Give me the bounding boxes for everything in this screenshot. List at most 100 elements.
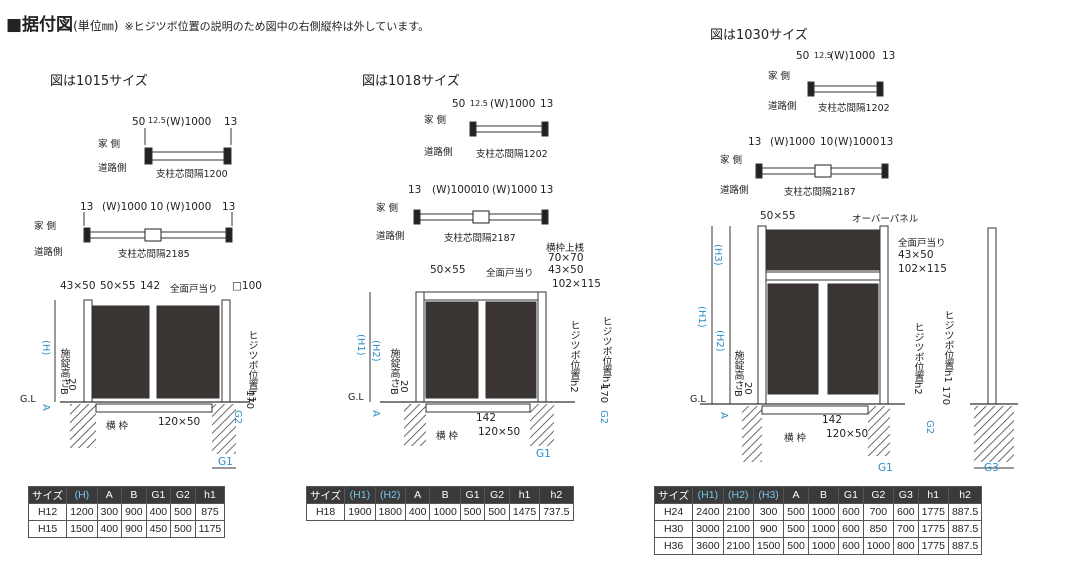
elevation-1018 bbox=[369, 291, 575, 446]
table-cell: 700 bbox=[893, 520, 919, 538]
e1018-hinge1: ヒジツボ位置h1 bbox=[600, 316, 611, 389]
table-cell: 2100 bbox=[722, 520, 754, 538]
table-cell: 500 bbox=[783, 520, 809, 538]
p1018d-left: 13 bbox=[408, 184, 422, 196]
table-row: H18 1900 1800 400 1000 500 500 1475 737.… bbox=[305, 503, 574, 521]
p1018d-right: 13 bbox=[540, 184, 554, 196]
e1018-crossframe: 横 枠 bbox=[436, 431, 459, 442]
table-cell: 1500 bbox=[752, 537, 785, 555]
e1015-g1: G1 bbox=[218, 456, 233, 468]
e1030-crossframe: 横 枠 bbox=[784, 433, 807, 444]
table-header: h2 bbox=[539, 486, 574, 504]
e1018-h2: (H2) bbox=[370, 340, 381, 362]
e1030-43x50: 43×50 bbox=[898, 249, 934, 261]
table-cell: H18 bbox=[305, 503, 346, 521]
e1015-100: □100 bbox=[232, 280, 262, 292]
table-header: h1 bbox=[917, 486, 949, 504]
table-header-row: サイズ (H1) (H2) A B G1 G2 h1 h2 bbox=[305, 486, 574, 504]
e1015-crossframe: 横 枠 bbox=[106, 421, 129, 432]
table-header: (H1) bbox=[692, 486, 724, 504]
e1018-120x50: 120×50 bbox=[478, 426, 521, 438]
title-note: ※ヒジツボ位置の説明のため図中の右側縦枠は外しています。 bbox=[124, 20, 430, 33]
p1015s-span: 支柱芯間隔1200 bbox=[156, 169, 228, 180]
table-cell: 700 bbox=[862, 503, 895, 521]
p1030d-w1: (W)1000 bbox=[770, 136, 816, 148]
table-cell: 1900 bbox=[344, 503, 376, 521]
table-cell: 887.5 bbox=[947, 537, 983, 555]
plan-1015-double bbox=[83, 212, 233, 243]
p1018s-house: 家 側 bbox=[424, 115, 447, 126]
table-cell: 400 bbox=[404, 503, 431, 521]
table-cell: 887.5 bbox=[947, 503, 983, 521]
e1015-h: (H) bbox=[40, 340, 51, 356]
p1015s-left: 50 bbox=[132, 116, 146, 128]
e1018-g1: G1 bbox=[536, 448, 551, 460]
p1030s-left: 50 bbox=[796, 50, 810, 62]
p1018d-w2: (W)1000 bbox=[492, 184, 538, 196]
table-cell: 500 bbox=[783, 503, 809, 521]
elevation-1015 bbox=[54, 299, 250, 469]
p1030d-span: 支柱芯間隔2187 bbox=[784, 187, 856, 198]
table-cell: 900 bbox=[121, 520, 147, 538]
e1015-hinge: ヒジツボ位置h1 bbox=[246, 330, 257, 403]
p1015d-w1: (W)1000 bbox=[102, 201, 148, 213]
table-cell: 600 bbox=[838, 503, 864, 521]
e1030-gl: G.L bbox=[690, 394, 706, 405]
table-header: (H) bbox=[66, 486, 98, 504]
e1015-50x55: 50×55 bbox=[100, 280, 136, 292]
e1015-fullstop: 全面戸当り bbox=[170, 284, 218, 295]
p1018s-w: (W)1000 bbox=[490, 98, 536, 110]
e1030-lockheight: 施錠高さB bbox=[732, 350, 743, 397]
plan-1015-single bbox=[144, 128, 232, 165]
table-cell: 875 bbox=[194, 503, 226, 521]
table-header: h1 bbox=[508, 486, 541, 504]
table-header: G2 bbox=[484, 486, 510, 504]
p1015d-span: 支柱芯間隔2185 bbox=[118, 249, 190, 260]
p1030d-w2: (W)1000 bbox=[834, 136, 880, 148]
table-cell: 3000 bbox=[692, 520, 724, 538]
table-cell: 737.5 bbox=[539, 503, 574, 521]
e1030-overpanel: オーバーパネル bbox=[852, 214, 919, 225]
p1030s-right: 13 bbox=[882, 50, 896, 62]
table-row: H30 3000 2100 900 500 1000 600 850 700 1… bbox=[653, 520, 983, 538]
e1015-142: 142 bbox=[140, 280, 161, 292]
table-cell: 1775 bbox=[917, 503, 949, 521]
p1018d-road: 道路側 bbox=[376, 231, 405, 242]
spec-table-1015: サイズ (H) A B G1 G2 h1 H12 1200 300 900 40… bbox=[27, 486, 226, 538]
e1018-43x50: 43×50 bbox=[548, 264, 584, 276]
e1030-g1: G1 bbox=[878, 462, 893, 474]
plan-1018-single bbox=[469, 121, 549, 137]
table-row: H15 1500 400 900 450 500 1175 bbox=[27, 520, 226, 538]
table-header: G1 bbox=[459, 486, 486, 504]
p1015d-road: 道路側 bbox=[34, 247, 63, 258]
table-header: サイズ bbox=[305, 486, 346, 504]
p1030d-left: 13 bbox=[748, 136, 762, 148]
table-cell: 1475 bbox=[508, 503, 541, 521]
table-header: B bbox=[429, 486, 461, 504]
table-header-row: サイズ (H1) (H2) (H3) A B G1 G2 G3 h1 h2 bbox=[653, 486, 983, 504]
e1015-gl: G.L bbox=[20, 394, 36, 405]
table-header: A bbox=[404, 486, 431, 504]
table-cell: 1800 bbox=[374, 503, 406, 521]
table-header: G1 bbox=[145, 486, 172, 504]
p1015d-left: 13 bbox=[80, 201, 94, 213]
table-cell: 400 bbox=[96, 520, 123, 538]
table-cell: 2400 bbox=[692, 503, 724, 521]
table-cell: 1000 bbox=[807, 537, 840, 555]
e1030-h2: (H2) bbox=[714, 330, 725, 352]
e1030-h1: (H1) bbox=[696, 306, 707, 328]
table-cell: H30 bbox=[653, 520, 694, 538]
e1030-20: 20 bbox=[742, 382, 753, 395]
plan-1030-single bbox=[807, 81, 884, 97]
table-cell: 1775 bbox=[917, 537, 949, 555]
table-cell: 600 bbox=[893, 503, 919, 521]
e1015-20: 20 bbox=[66, 378, 77, 391]
elevation-1030 bbox=[700, 225, 1018, 469]
table-header: A bbox=[783, 486, 809, 504]
caption-1030: 図は1030サイズ bbox=[710, 28, 808, 43]
e1018-h1: (H1) bbox=[355, 334, 366, 356]
table-cell: 850 bbox=[862, 520, 895, 538]
e1030-120x50: 120×50 bbox=[826, 428, 869, 440]
table-cell: 1000 bbox=[862, 537, 895, 555]
